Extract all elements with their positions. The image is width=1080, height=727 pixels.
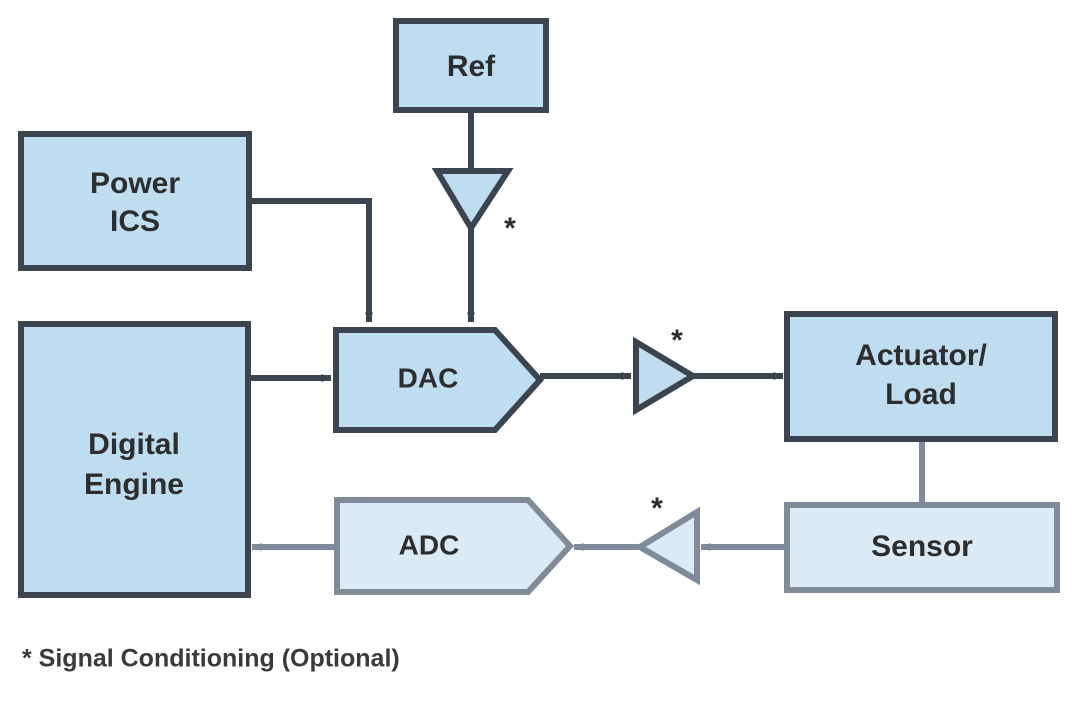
amplifier-output-marker-icon: * <box>671 324 683 357</box>
block-power-ics-label-line2: ICS <box>110 205 160 238</box>
block-sensor-shape <box>784 502 1060 593</box>
block-sensor[interactable]: Sensor <box>784 502 1060 593</box>
block-digital-engine[interactable]: Digital Engine <box>18 321 251 598</box>
block-sensor-label: Sensor <box>871 530 973 563</box>
block-actuator-load-label-line1: Actuator/ <box>855 339 987 372</box>
amplifier-output[interactable]: * <box>633 324 699 416</box>
block-digital-engine-label-line2: Engine <box>84 468 184 501</box>
block-adc-shape <box>334 497 575 595</box>
block-actuator-load-label-line2: Load <box>885 378 957 411</box>
block-adc[interactable]: ADC <box>334 497 575 595</box>
block-ref-shape <box>393 18 549 113</box>
amplifier-sensor-marker-icon: * <box>651 492 663 525</box>
amplifier-sensor[interactable]: * <box>634 492 700 586</box>
block-actuator-load-shape <box>784 311 1058 442</box>
block-digital-engine-shape <box>18 321 251 598</box>
amplifier-ref-shape <box>431 168 514 234</box>
amplifier-ref[interactable]: * <box>431 168 516 245</box>
block-dac-label: DAC <box>398 362 459 393</box>
block-power-ics-label-line1: Power <box>90 167 180 200</box>
block-dac-shape <box>333 327 545 433</box>
amplifier-ref-marker-icon: * <box>504 212 516 245</box>
block-power-ics[interactable]: Power ICS <box>18 131 252 271</box>
block-digital-engine-label-line1: Digital <box>88 428 180 461</box>
block-adc-label: ADC <box>399 529 460 560</box>
amplifier-sensor-shape <box>634 506 700 586</box>
block-ref[interactable]: Ref <box>393 18 549 113</box>
block-actuator-load[interactable]: Actuator/ Load <box>784 311 1058 442</box>
block-dac[interactable]: DAC <box>333 327 545 433</box>
connector-powerics-to-dac <box>249 198 373 323</box>
amplifier-output-shape <box>633 336 699 416</box>
block-power-ics-shape <box>18 131 252 271</box>
block-ref-label: Ref <box>447 50 496 83</box>
caption-signal-conditioning: * Signal Conditioning (Optional) <box>22 645 400 673</box>
